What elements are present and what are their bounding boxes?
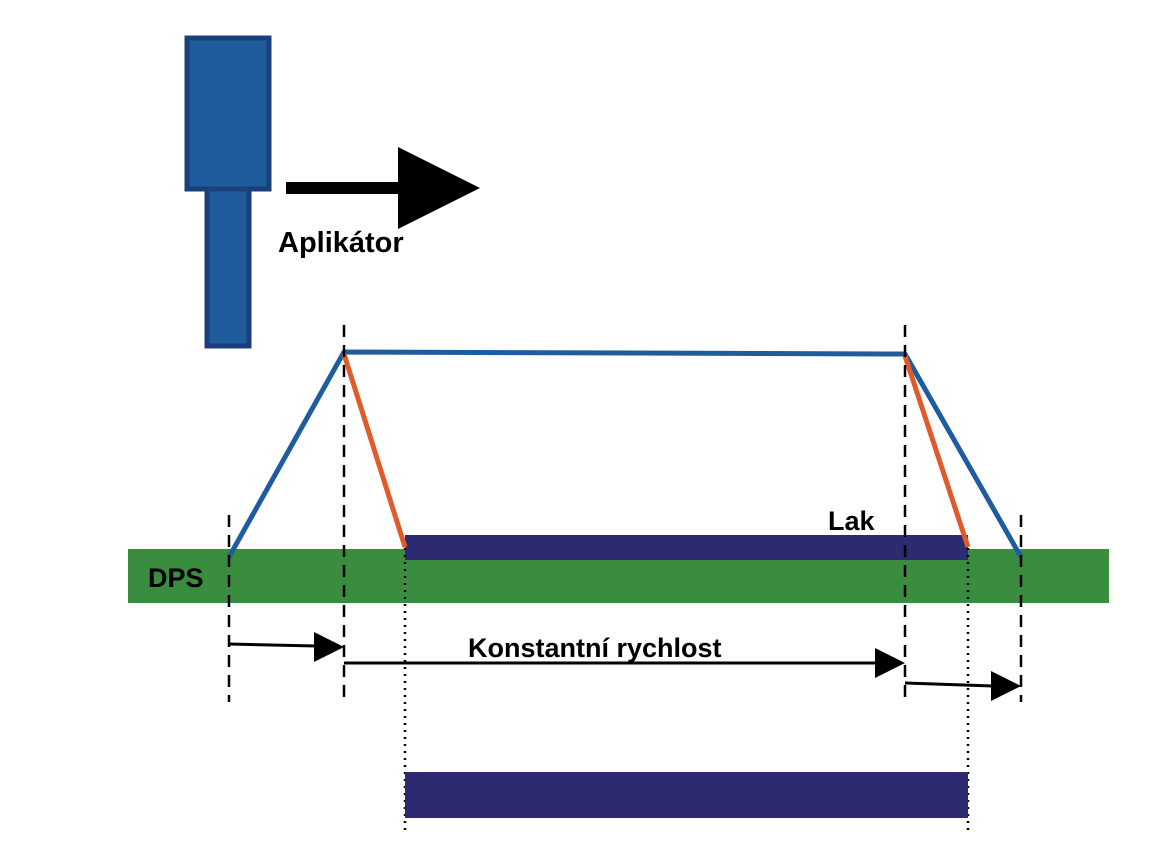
- applicator-label: Aplikátor: [278, 227, 404, 259]
- right-arrow-icon: [286, 147, 480, 229]
- applicator-path: [226, 349, 1024, 559]
- spray-edge-left: [341, 353, 408, 548]
- spray-edge-right: [902, 355, 971, 548]
- dashed-guides: [227, 325, 1023, 702]
- deceleration-arrow: [904, 671, 1021, 701]
- lacquer-label: Lak: [828, 506, 876, 536]
- applicator-nozzle-icon: [184, 35, 272, 349]
- resulting-lacquer-strip: [405, 772, 968, 818]
- constant-speed-arrow: [344, 648, 905, 678]
- lacquer-layer: [405, 535, 968, 560]
- pcb-label: DPS: [148, 563, 204, 593]
- acceleration-arrow: [228, 632, 344, 662]
- applicator-tip: [204, 186, 252, 349]
- constant-speed-label: Konstantní rychlost: [468, 633, 722, 663]
- applicator-body: [184, 35, 272, 192]
- dotted-guides: [403, 548, 970, 832]
